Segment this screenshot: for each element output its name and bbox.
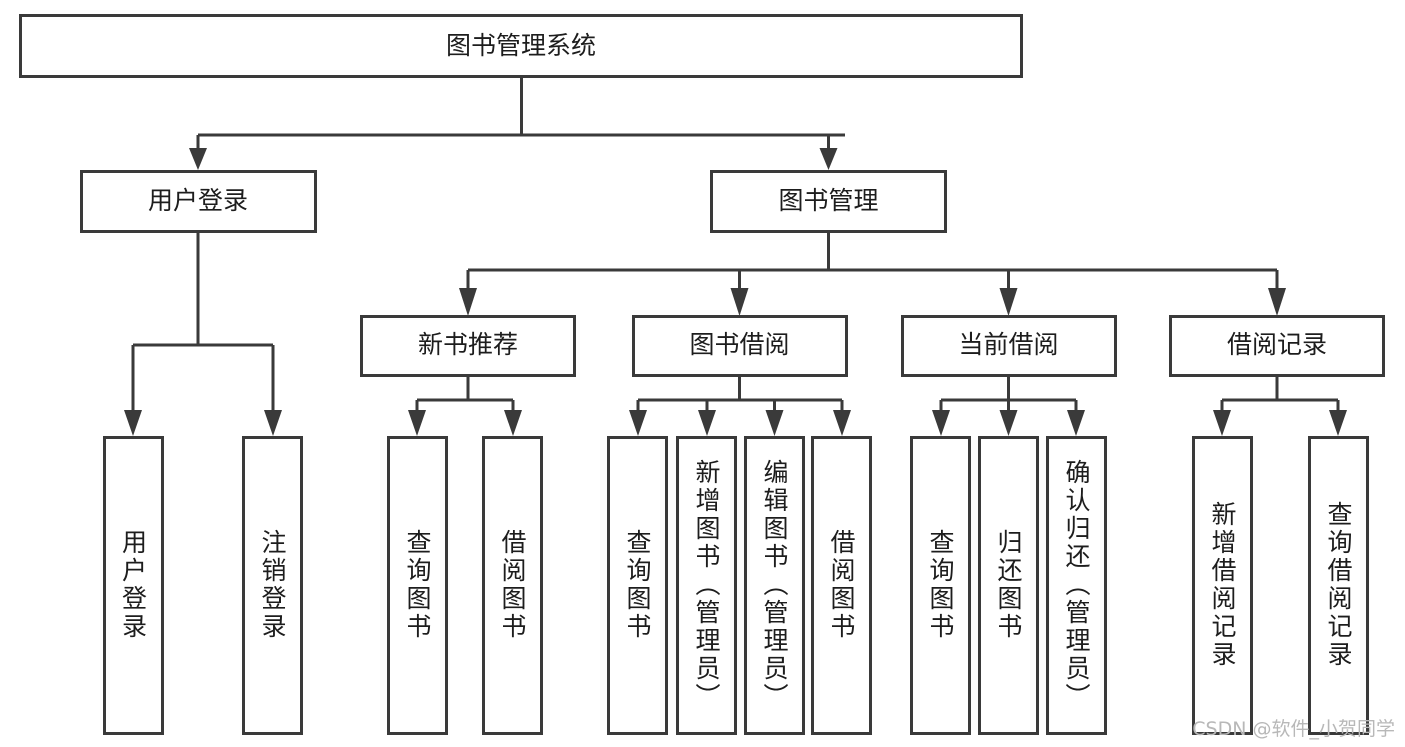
node-borrow-record-label: 借阅记录	[1227, 330, 1327, 359]
node-new-book-recommend-label: 新书推荐	[418, 330, 518, 359]
connectors-layer	[124, 77, 1347, 436]
leaf-new-book-query[interactable]: 查询图书	[387, 436, 448, 735]
arrow-book-borrow-leaf-2	[698, 410, 716, 436]
leaf-user-login-logout-label: 注销登录	[258, 529, 287, 641]
arrow-root-to-user-login	[189, 148, 207, 170]
arrow-root-to-book-mgmt	[819, 148, 838, 170]
leaf-borrow-record-add[interactable]: 新增借阅记录	[1192, 436, 1253, 735]
arrow-current-borrow-leaf-1	[932, 410, 950, 436]
arrow-book-borrow-leaf-4	[833, 410, 851, 436]
leaf-current-borrow-return-box[interactable]	[978, 436, 1039, 735]
node-book-borrow-label: 图书借阅	[689, 330, 789, 359]
arrow-user-login-leaf-1	[124, 410, 142, 436]
leaf-current-borrow-return[interactable]: 归还图书	[978, 436, 1039, 735]
node-user-login[interactable]: 用户登录	[80, 170, 317, 233]
leaf-book-borrow-borrow-label: 借阅图书	[827, 529, 856, 641]
node-root-box[interactable]	[19, 14, 1023, 78]
leaf-book-borrow-edit[interactable]: 编辑图书（管理员）	[744, 436, 805, 735]
leaf-new-book-query-label: 查询图书	[403, 529, 432, 641]
leaf-book-borrow-add-box[interactable]	[676, 436, 737, 735]
node-root-label: 图书管理系统	[446, 31, 596, 60]
leaf-book-borrow-query-box[interactable]	[607, 436, 668, 735]
leaf-user-login-logout-box[interactable]	[242, 436, 303, 735]
leaf-book-borrow-borrow[interactable]: 借阅图书	[811, 436, 872, 735]
node-root-book-management-system[interactable]: 图书管理系统	[19, 14, 1023, 78]
leaf-book-borrow-add[interactable]: 新增图书（管理员）	[676, 436, 737, 735]
node-current-borrow-label: 当前借阅	[958, 330, 1058, 359]
leaf-borrow-record-query[interactable]: 查询借阅记录	[1308, 436, 1369, 735]
leaf-current-borrow-confirm-label: 确认归还（管理员）	[1062, 459, 1091, 711]
arrow-book-borrow-leaf-1	[629, 410, 647, 436]
leaf-user-login-login[interactable]: 用户登录	[103, 436, 164, 735]
node-current-borrow[interactable]: 当前借阅	[901, 315, 1117, 377]
arrow-current-borrow-leaf-3	[1067, 410, 1085, 436]
leaf-book-borrow-borrow-box[interactable]	[811, 436, 872, 735]
leaf-book-borrow-query[interactable]: 查询图书	[607, 436, 668, 735]
leaf-book-borrow-add-label: 新增图书（管理员）	[692, 459, 721, 711]
leaf-new-book-borrow[interactable]: 借阅图书	[482, 436, 543, 735]
leaf-book-borrow-edit-label: 编辑图书（管理员）	[760, 459, 789, 711]
leaf-current-borrow-query-label: 查询图书	[926, 529, 955, 641]
leaf-current-borrow-query[interactable]: 查询图书	[910, 436, 971, 735]
arrow-book-mgmt-child-4	[1268, 288, 1286, 316]
node-user-login-box[interactable]	[80, 170, 317, 233]
node-book-borrow-box[interactable]	[632, 315, 848, 377]
arrow-book-mgmt-child-1	[459, 288, 477, 316]
node-new-book-recommend[interactable]: 新书推荐	[360, 315, 576, 377]
leaf-current-borrow-confirm[interactable]: 确认归还（管理员）	[1046, 436, 1107, 735]
leaf-borrow-record-query-box[interactable]	[1308, 436, 1369, 735]
arrow-new-book-leaf-1	[408, 410, 426, 436]
arrow-borrow-record-leaf-1	[1213, 410, 1231, 436]
leaf-user-login-logout[interactable]: 注销登录	[242, 436, 303, 735]
arrow-borrow-record-leaf-2	[1329, 410, 1347, 436]
leaf-user-login-login-label: 用户登录	[119, 529, 148, 641]
leaf-borrow-record-add-box[interactable]	[1192, 436, 1253, 735]
node-book-management-box[interactable]	[710, 170, 947, 233]
node-book-management[interactable]: 图书管理	[710, 170, 947, 233]
leaf-current-borrow-confirm-box[interactable]	[1046, 436, 1107, 735]
leaf-current-borrow-return-label: 归还图书	[994, 529, 1023, 641]
node-book-borrow[interactable]: 图书借阅	[632, 315, 848, 377]
node-user-login-label: 用户登录	[148, 186, 248, 215]
arrow-new-book-leaf-2	[504, 410, 522, 436]
leaf-borrow-record-query-label: 查询借阅记录	[1324, 501, 1353, 669]
leaf-current-borrow-query-box[interactable]	[910, 436, 971, 735]
leaf-borrow-record-add-label: 新增借阅记录	[1208, 501, 1237, 669]
arrow-book-mgmt-child-2	[730, 288, 749, 316]
leaf-book-borrow-query-label: 查询图书	[623, 529, 652, 641]
arrow-book-borrow-leaf-3	[765, 410, 784, 436]
leaf-new-book-borrow-box[interactable]	[482, 436, 543, 735]
node-borrow-record[interactable]: 借阅记录	[1169, 315, 1385, 377]
leaf-new-book-query-box[interactable]	[387, 436, 448, 735]
leaf-book-borrow-edit-box[interactable]	[744, 436, 805, 735]
leaf-user-login-login-box[interactable]	[103, 436, 164, 735]
arrow-book-mgmt-child-3	[999, 288, 1018, 316]
node-current-borrow-box[interactable]	[901, 315, 1117, 377]
arrow-current-borrow-leaf-2	[999, 410, 1018, 436]
node-book-management-label: 图书管理	[778, 186, 878, 215]
node-new-book-recommend-box[interactable]	[360, 315, 576, 377]
leaf-new-book-borrow-label: 借阅图书	[498, 529, 527, 641]
arrow-user-login-leaf-2	[264, 410, 282, 436]
node-borrow-record-box[interactable]	[1169, 315, 1385, 377]
